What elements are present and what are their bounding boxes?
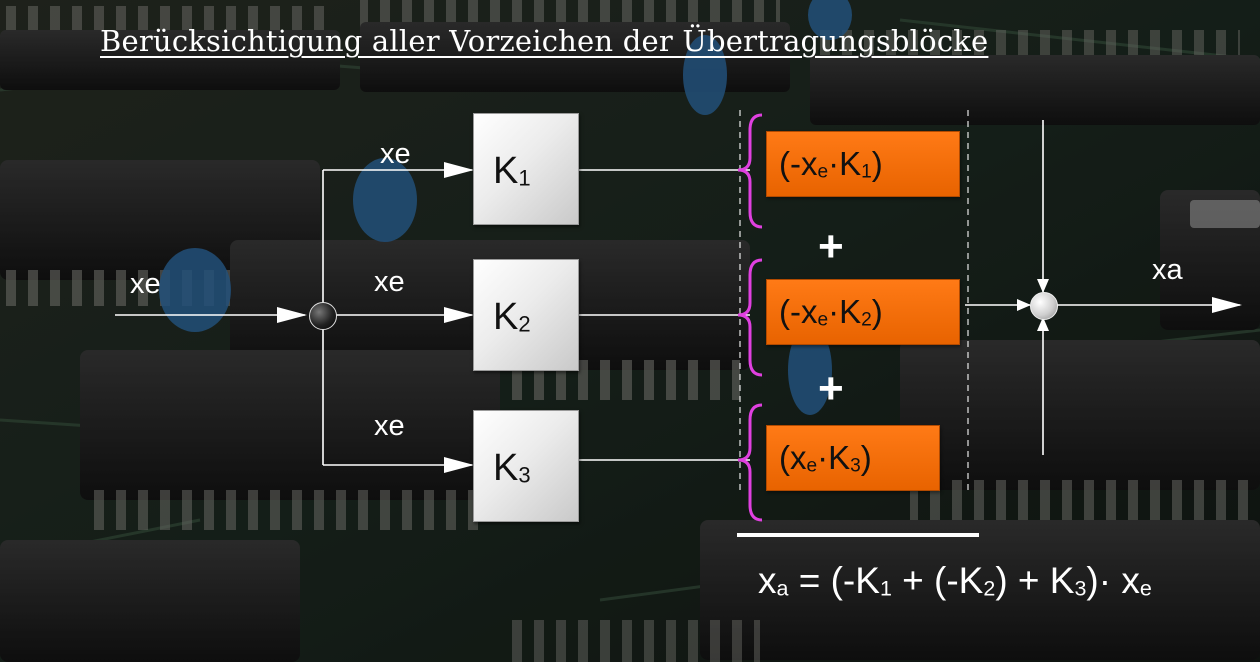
sum-result-line xyxy=(737,533,979,537)
plus-sign-2: + xyxy=(818,364,844,413)
block-k1-label: K1 xyxy=(493,150,531,192)
product-box-1: (-xe·K1) xyxy=(766,131,960,197)
transfer-block-k1: K1 xyxy=(473,113,579,225)
diagram-title: Berücksichtigung aller Vorzeichen der Üb… xyxy=(100,24,989,58)
plus-sign-1: + xyxy=(818,222,844,271)
branch-3-signal-label: xe xyxy=(374,410,405,442)
block-k3-label: K3 xyxy=(493,447,531,489)
transfer-block-k2: K2 xyxy=(473,259,579,371)
block-k2-label: K2 xyxy=(493,296,531,338)
summing-junction-node xyxy=(1030,292,1058,320)
branch-point-node xyxy=(309,302,337,330)
transfer-block-k3: K3 xyxy=(473,410,579,522)
brace-1 xyxy=(737,113,763,229)
product-box-3: (xe·K3) xyxy=(766,425,940,491)
result-equation: xa = (-K1 + (-K2) + K3)· xe xyxy=(758,560,1152,601)
output-signal-label: xa xyxy=(1152,254,1183,286)
brace-2 xyxy=(737,258,763,377)
product-box-2: (-xe·K2) xyxy=(766,279,960,345)
branch-2-signal-label: xe xyxy=(374,266,405,298)
input-signal-label: xe xyxy=(130,268,161,300)
branch-1-signal-label: xe xyxy=(380,138,411,170)
brace-3 xyxy=(737,403,763,522)
